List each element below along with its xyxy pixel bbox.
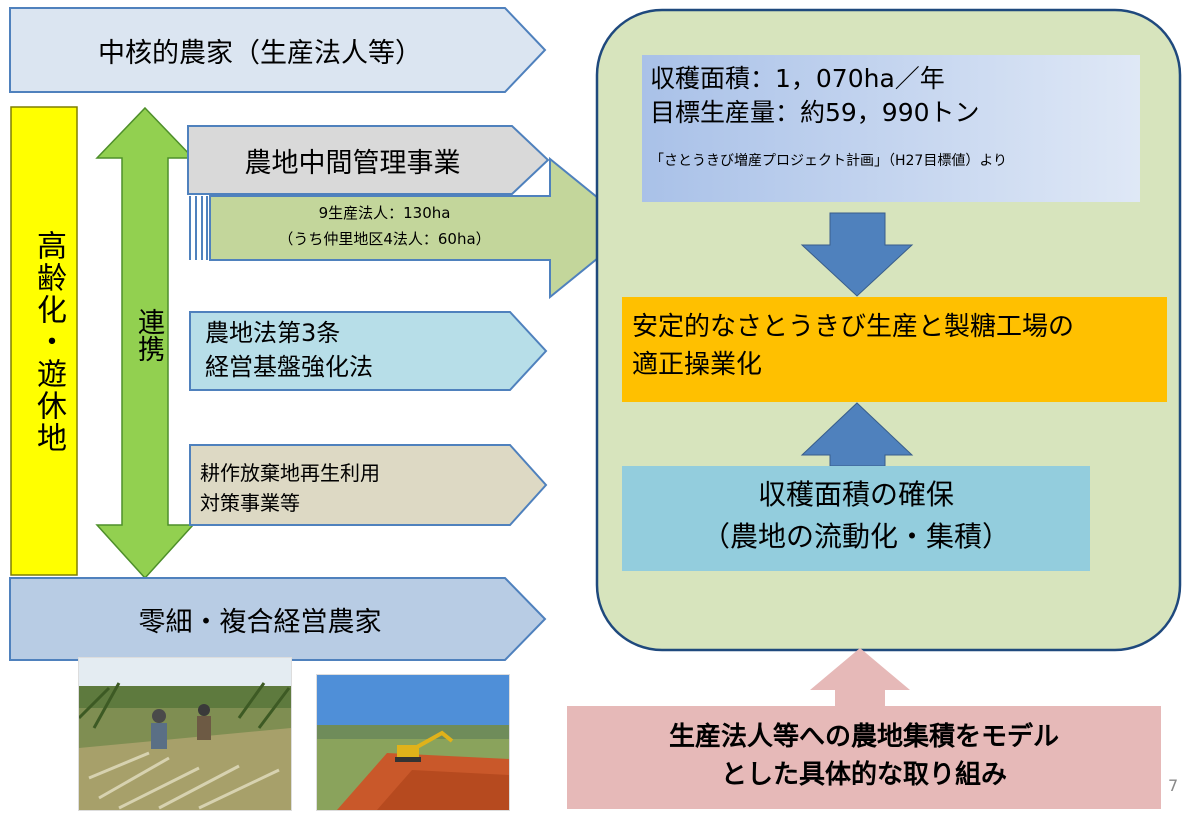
- model-box: [567, 706, 1161, 809]
- farmland-law-line2: 経営基盤強化法: [205, 353, 373, 381]
- abandoned-land-text: 耕作放棄地再生利用 対策事業等: [200, 458, 500, 518]
- harvest-photo-art: [79, 658, 291, 810]
- sugarcane-harvest-photo: [78, 657, 292, 811]
- abandoned-land-line2: 対策事業等: [200, 491, 300, 515]
- farmland-law-shape: [189, 311, 548, 391]
- farmland-law-line1: 農地法第3条: [205, 319, 341, 347]
- stable-production-text: 安定的なさとうきび生産と製糖工場の 適正操業化: [632, 308, 1172, 384]
- small-farmer-shape: [9, 577, 547, 661]
- corporations-line1: 9生産法人：130ha: [318, 204, 451, 222]
- top-farmer-shape: [9, 7, 547, 93]
- target-box: [642, 55, 1140, 202]
- reclamation-photo-art: [317, 675, 509, 810]
- stable-production-box: [622, 297, 1167, 402]
- farmland-law-text: 農地法第3条 経営基盤強化法: [205, 316, 505, 384]
- aging-label: 高齢化・遊休地: [31, 230, 66, 454]
- model-line1: 生産法人等への農地集積をモデル: [668, 722, 1059, 752]
- small-farmer-label: 零細・複合経営農家: [138, 606, 382, 638]
- intermediate-business-shape: [187, 125, 550, 195]
- aging-box-shape: [10, 106, 78, 576]
- secure-area-box: [622, 466, 1090, 571]
- corporations-arrow: [209, 156, 637, 300]
- abandoned-land-shape: [189, 444, 548, 526]
- model-text: 生産法人等への農地集積をモデル とした具体的な取り組み: [567, 718, 1161, 794]
- production-target: 目標生産量：約59，990トン: [650, 98, 980, 127]
- secure-area-line1: 収穫面積の確保: [757, 478, 954, 511]
- cooperation-label: 連携: [133, 308, 164, 362]
- model-line2: とした具体的な取り組み: [720, 760, 1007, 790]
- target-source: 「さとうきび増産プロジェクト計画」（H27目標値）より: [650, 153, 1008, 169]
- corporations-line2: （うち仲里地区4法人：60ha）: [278, 230, 491, 248]
- stable-production-line2: 適正操業化: [632, 350, 763, 380]
- top-farmer-label: 中核的農家（生産法人等）: [98, 37, 422, 69]
- harvest-area-target: 収穫面積：1，070ha／年: [650, 64, 945, 93]
- target-text: 収穫面積：1，070ha／年 目標生産量：約59，990トン 「さとうきび増産プ…: [650, 62, 1140, 170]
- intermediate-business-label: 農地中間管理事業: [244, 147, 461, 179]
- down-arrow: [800, 212, 914, 297]
- model-arrow: [810, 648, 910, 706]
- secure-area-text: 収穫面積の確保 （農地の流動化・集積）: [622, 474, 1090, 558]
- stable-production-line1: 安定的なさとうきび生産と製糖工場の: [632, 312, 1075, 342]
- page-number: 7: [1168, 776, 1179, 795]
- secure-area-line2: （農地の流動化・集積）: [701, 520, 1010, 553]
- corporations-text: 9生産法人：130ha （うち仲里地区4法人：60ha）: [212, 200, 557, 252]
- land-reclamation-photo: [316, 674, 510, 811]
- abandoned-land-line1: 耕作放棄地再生利用: [200, 461, 380, 485]
